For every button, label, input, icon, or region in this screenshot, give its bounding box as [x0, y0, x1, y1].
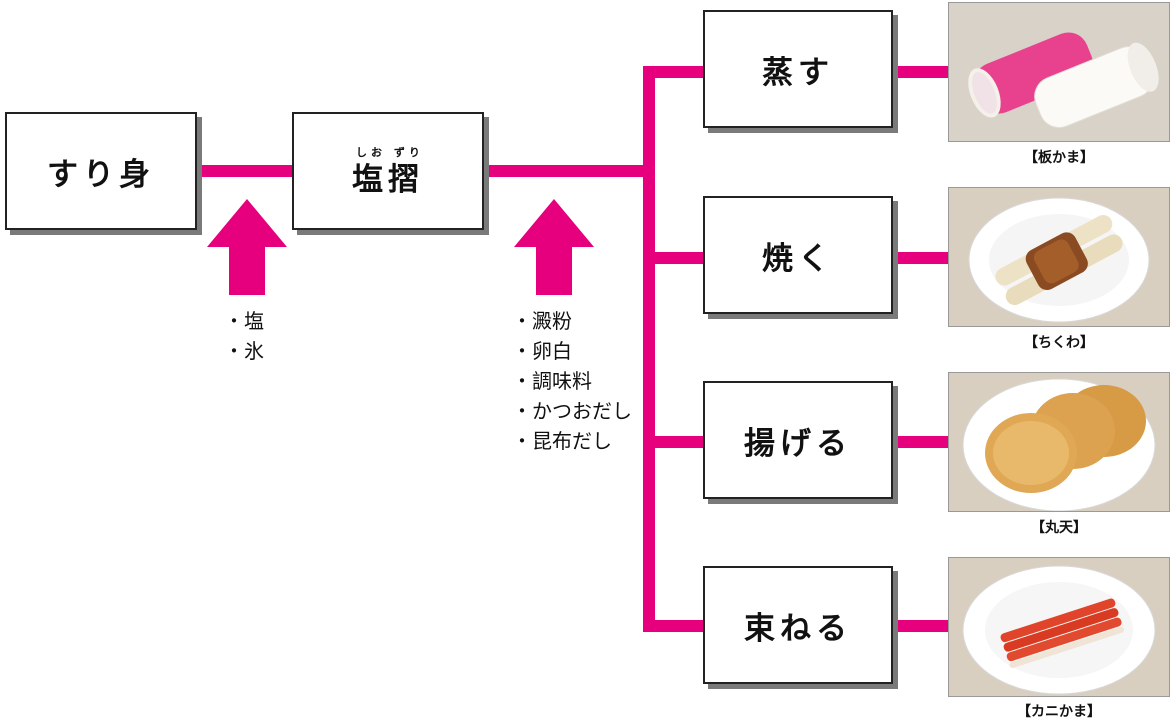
ingredient-list-2: 澱粉 卵白 調味料 かつおだし 昆布だし [512, 306, 632, 456]
connector-to-steam [643, 66, 705, 78]
ingredient-item: 塩 [224, 306, 264, 336]
connector-to-fry [643, 436, 705, 448]
arrow-up-icon [514, 199, 594, 295]
node-fry: 揚げる [703, 381, 893, 499]
node-steam-label: 蒸す [762, 54, 834, 91]
connector-fry-photo [892, 436, 948, 448]
node-shiozuri: しお ずり 塩摺 [292, 112, 484, 230]
caption-kanikama: 【カニかま】 [1017, 704, 1101, 720]
ingredient-item: 澱粉 [512, 306, 632, 336]
node-shiozuri-label: 塩摺 [352, 161, 424, 198]
node-grill: 焼く [703, 196, 893, 314]
photo-chikuwa [948, 187, 1170, 327]
node-shiozuri-ruby: しお ずり [356, 146, 424, 159]
ingredient-item: 昆布だし [512, 426, 632, 456]
node-bundle-label: 束ねる [744, 610, 852, 647]
ingredient-list-1: 塩 氷 [224, 306, 264, 366]
photo-kanikama [948, 557, 1170, 697]
connector-branch-vertical [643, 66, 655, 632]
ingredient-item: 調味料 [512, 366, 632, 396]
connector-bundle-photo [892, 620, 948, 632]
connector-steam-photo [892, 66, 948, 78]
node-fry-label: 揚げる [744, 425, 852, 462]
node-steam: 蒸す [703, 10, 893, 128]
caption-chikuwa: 【ちくわ】 [1024, 335, 1094, 351]
connector-to-bundle [643, 620, 705, 632]
ingredient-item: 氷 [224, 336, 264, 366]
node-surimi-label: すり身 [47, 156, 155, 193]
connector-surimi-shiozuri [198, 165, 294, 177]
ingredient-item: かつおだし [512, 396, 632, 426]
photo-itakama [948, 2, 1170, 142]
node-bundle: 束ねる [703, 566, 893, 684]
ingredient-item: 卵白 [512, 336, 632, 366]
node-surimi: すり身 [5, 112, 197, 230]
caption-maruten: 【丸天】 [1031, 520, 1087, 536]
caption-itakama: 【板かま】 [1024, 150, 1094, 166]
photo-maruten [948, 372, 1170, 512]
node-grill-label: 焼く [762, 240, 834, 277]
connector-to-grill [643, 252, 705, 264]
connector-shiozuri-branch [487, 165, 649, 177]
connector-grill-photo [892, 252, 948, 264]
arrow-up-icon [207, 199, 287, 295]
